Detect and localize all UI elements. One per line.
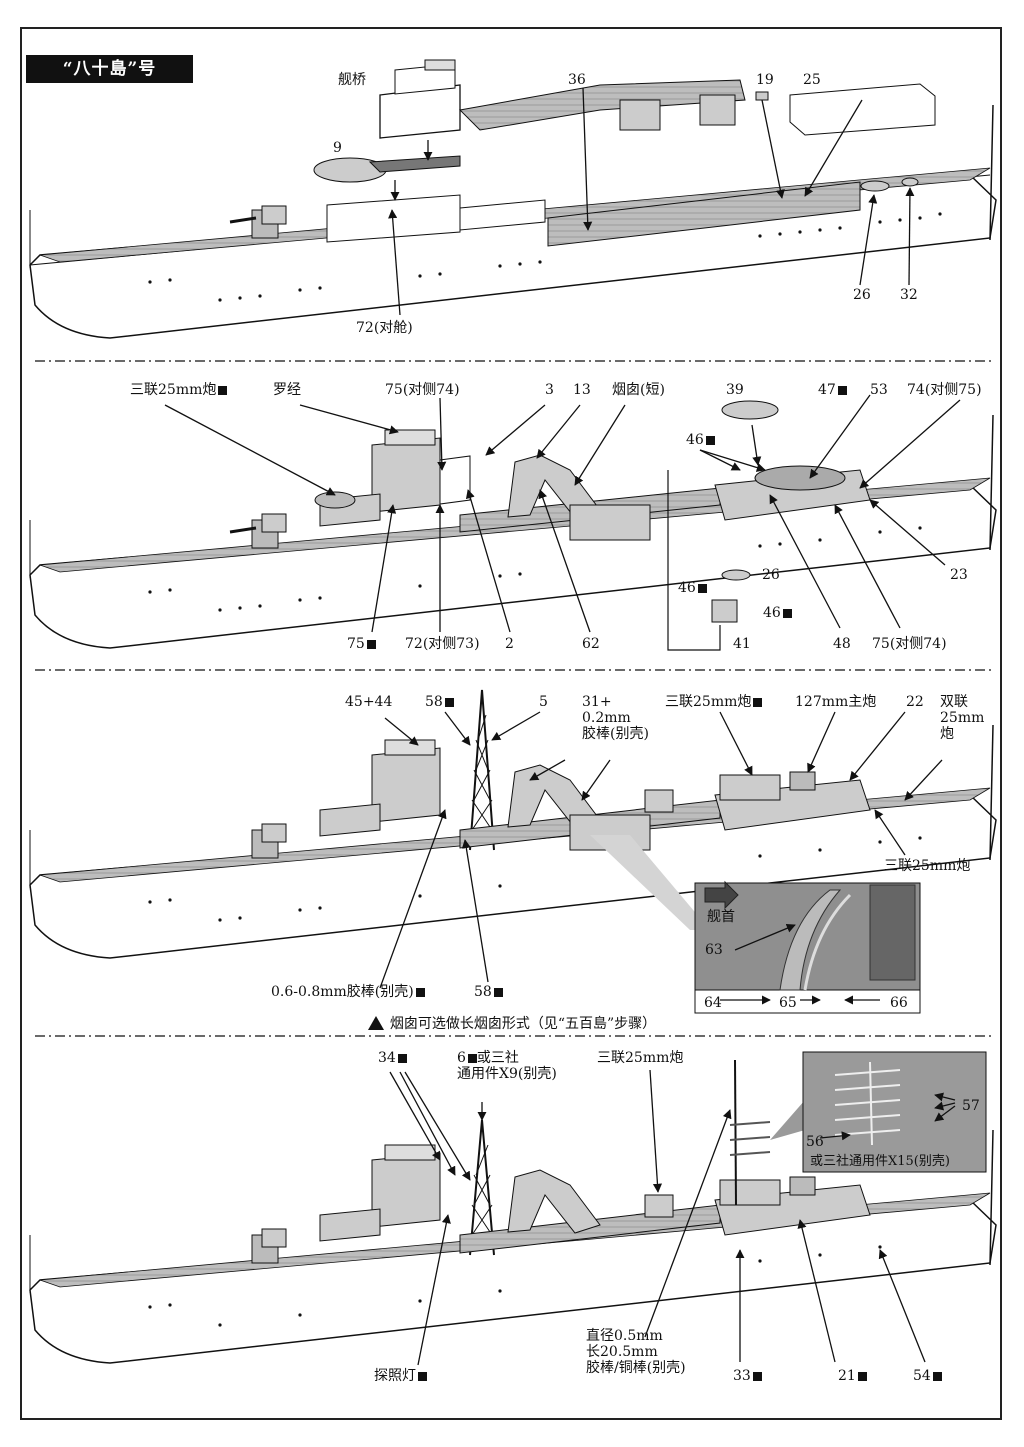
marker-icon — [697, 584, 707, 593]
label-funnel-short: 烟囱(短) — [612, 382, 665, 398]
label-part-57: 57 — [962, 1098, 980, 1114]
label-part-54: 54 — [913, 1368, 942, 1384]
label-triple-25mm-b: 三联25mm炮 — [665, 694, 763, 710]
label-part-63: 63 — [705, 942, 723, 958]
label-part-64: 64 — [704, 995, 722, 1011]
label-part-65: 65 — [779, 995, 797, 1011]
marker-icon — [782, 609, 792, 618]
panel-1-ship — [29, 59, 997, 339]
marker-icon — [857, 1372, 867, 1381]
label-part-72: 72(对舱) — [356, 320, 413, 336]
label-part-33: 33 — [733, 1368, 762, 1384]
label-part-58b: 58 — [474, 984, 503, 1000]
label-part-75b: 75 — [347, 636, 376, 652]
panel-4-ship — [29, 1051, 997, 1366]
marker-icon — [366, 640, 376, 649]
warning-icon — [367, 1016, 384, 1030]
label-part-19: 19 — [756, 72, 774, 88]
label-part-26: 26 — [853, 287, 871, 303]
bridge-part — [379, 84, 461, 139]
label-part-46b: 46 — [678, 580, 707, 596]
label-part-39: 39 — [726, 382, 744, 398]
hull — [29, 1199, 997, 1364]
mast-rod — [734, 1059, 737, 1206]
marker-icon — [493, 988, 503, 997]
marker-icon — [753, 698, 763, 707]
label-part-2: 2 — [505, 636, 514, 652]
label-part-41: 41 — [733, 636, 751, 652]
label-part-47: 47 — [818, 382, 847, 398]
label-part-74: 74(对侧75) — [907, 382, 982, 398]
label-bow: 舰首 — [707, 909, 735, 925]
label-triple-25mm-d: 三联25mm炮 — [597, 1050, 684, 1066]
label-generic-x15: 或三社通用件X15(别壳) — [810, 1154, 950, 1169]
label-part-56: 56 — [806, 1134, 824, 1150]
label-part-32: 32 — [900, 287, 918, 303]
label-part-62: 62 — [582, 636, 600, 652]
label-part-23: 23 — [950, 567, 968, 583]
label-part-72b: 72(对侧73) — [405, 636, 480, 652]
part-25 — [789, 83, 936, 136]
label-part-36: 36 — [568, 72, 586, 88]
section-dividers — [35, 360, 995, 1037]
label-part-66: 66 — [890, 995, 908, 1011]
marker-icon — [397, 1054, 407, 1063]
label-part-21: 21 — [838, 1368, 867, 1384]
label-part-45-44: 45+44 — [345, 694, 393, 710]
marker-icon — [444, 698, 454, 707]
label-part-34: 34 — [378, 1050, 407, 1066]
label-triple-25mm: 三联25mm炮 — [130, 382, 228, 398]
label-part-75a: 75(对侧74) — [385, 382, 460, 398]
label-triple-25mm-c: 三联25mm炮 — [884, 858, 971, 874]
label-part-53: 53 — [870, 382, 888, 398]
label-main-gun: 127mm主炮 — [795, 694, 877, 710]
label-part-5: 5 — [539, 694, 548, 710]
marker-icon — [705, 436, 715, 445]
label-bridge: 舰桥 — [338, 72, 366, 88]
marker-icon — [467, 1054, 477, 1063]
panel-3-ship — [29, 689, 997, 1014]
marker-icon — [837, 386, 847, 395]
label-part-58a: 58 — [425, 694, 454, 710]
label-compass: 罗经 — [273, 382, 301, 398]
label-part-48: 48 — [833, 636, 851, 652]
funnel-note: 烟囱可选做长烟囱形式（见“五百島”步骤） — [0, 1013, 1024, 1033]
label-part-22: 22 — [906, 694, 924, 710]
label-part-26b: 26 — [762, 567, 780, 583]
inset-photo — [802, 1051, 987, 1173]
label-searchlight: 探照灯 — [374, 1368, 427, 1384]
label-part-25: 25 — [803, 72, 821, 88]
label-part-31: 31+ 0.2mm 胶棒(别壳) — [582, 694, 649, 743]
label-part-13: 13 — [573, 382, 591, 398]
marker-icon — [418, 1372, 427, 1381]
label-part-46a: 46 — [686, 432, 715, 448]
panel-2-ship — [29, 394, 997, 651]
label-part-75c: 75(对侧74) — [872, 636, 947, 652]
marker-icon — [218, 386, 228, 395]
label-mast-rod: 直径0.5mm 长20.5mm 胶棒/铜棒(别壳) — [586, 1328, 686, 1377]
label-part-3: 3 — [545, 382, 554, 398]
label-part-9: 9 — [333, 140, 342, 156]
hull — [29, 794, 997, 959]
label-rod: 0.6-0.8mm胶棒(别壳) — [271, 984, 425, 1000]
ship-title: “八十島”号 — [26, 55, 193, 83]
label-twin-25mm: 双联 25mm 炮 — [940, 694, 985, 743]
part-36 — [458, 79, 746, 131]
marker-icon — [752, 1372, 762, 1381]
label-part-46c: 46 — [763, 605, 792, 621]
marker-icon — [932, 1372, 942, 1381]
marker-icon — [415, 988, 425, 997]
page-frame — [20, 27, 1002, 1420]
hull — [29, 484, 997, 649]
